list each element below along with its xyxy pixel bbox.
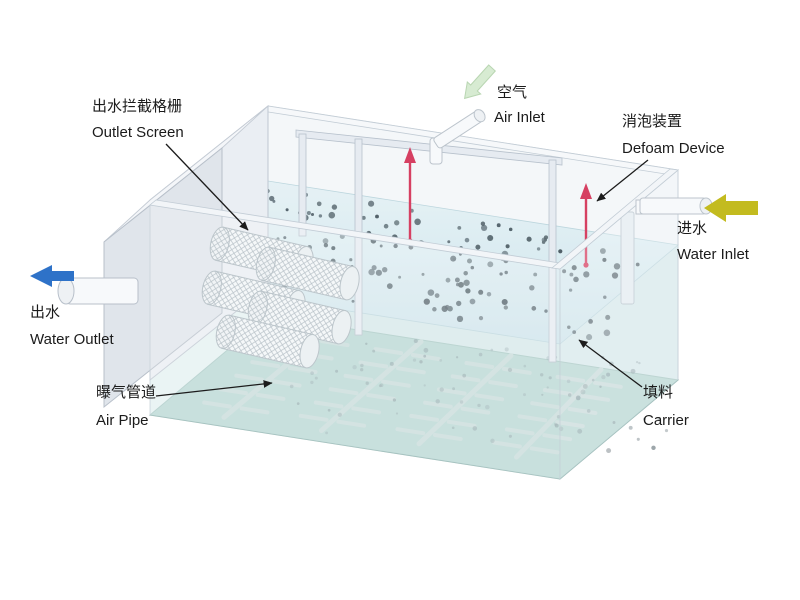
outlet-screen-cylinders [201,226,360,369]
water-right-depth [560,245,678,479]
screen-cylinder [247,290,352,345]
water-inlet-pipe [635,197,713,215]
chamber-outer-wall [103,146,223,409]
label-water-inlet-zh: 进水 [677,220,707,237]
water-inlet-arrow [704,194,758,222]
label-air-inlet-en: Air Inlet [494,109,546,126]
frame-beam [295,129,563,166]
label-outlet-screen-en: Outlet Screen [92,124,184,141]
defoam-sprayer-arrowhead [580,183,592,199]
label-water-outlet-en: Water Outlet [30,331,114,348]
leader-air-pipe [155,380,273,397]
outlet-chamber [103,104,269,409]
water-outlet-arrow [30,265,74,287]
label-carrier-en: Carrier [643,412,689,429]
label-defoam-device-zh: 消泡装置 [622,113,682,130]
label-air-pipe-zh: 曝气管道 [96,384,156,401]
water-outlet-pipe [57,277,139,305]
label-air-inlet-zh: 空气 [497,84,527,101]
labels: 出水拦截格栅 Outlet Screen 空气 Air Inlet 消泡装置 D… [30,84,750,429]
leader-carrier [578,339,643,388]
label-carrier-zh: 填料 [643,384,673,401]
frame-post-left [298,133,307,237]
defoam-sprayer-arrowhead [404,147,416,163]
air-inlet-pipe [429,109,486,165]
leader-defoam-device [596,159,649,202]
label-air-pipe-en: Air Pipe [96,412,149,429]
label-leaders [155,143,649,397]
label-defoam-device-en: Defoam Device [622,140,725,157]
screen-cylinder [215,314,320,369]
air-inlet-arrow [463,64,497,100]
leader-outlet-screen [165,143,249,231]
label-outlet-screen-zh: 出水拦截格栅 [92,98,182,115]
defoam-sprayer-base [583,262,589,268]
label-water-inlet-en: Water Inlet [677,246,750,263]
label-water-outlet-zh: 出水 [30,304,60,321]
tank-near-walls [149,168,679,481]
screen-cylinder [255,246,360,301]
